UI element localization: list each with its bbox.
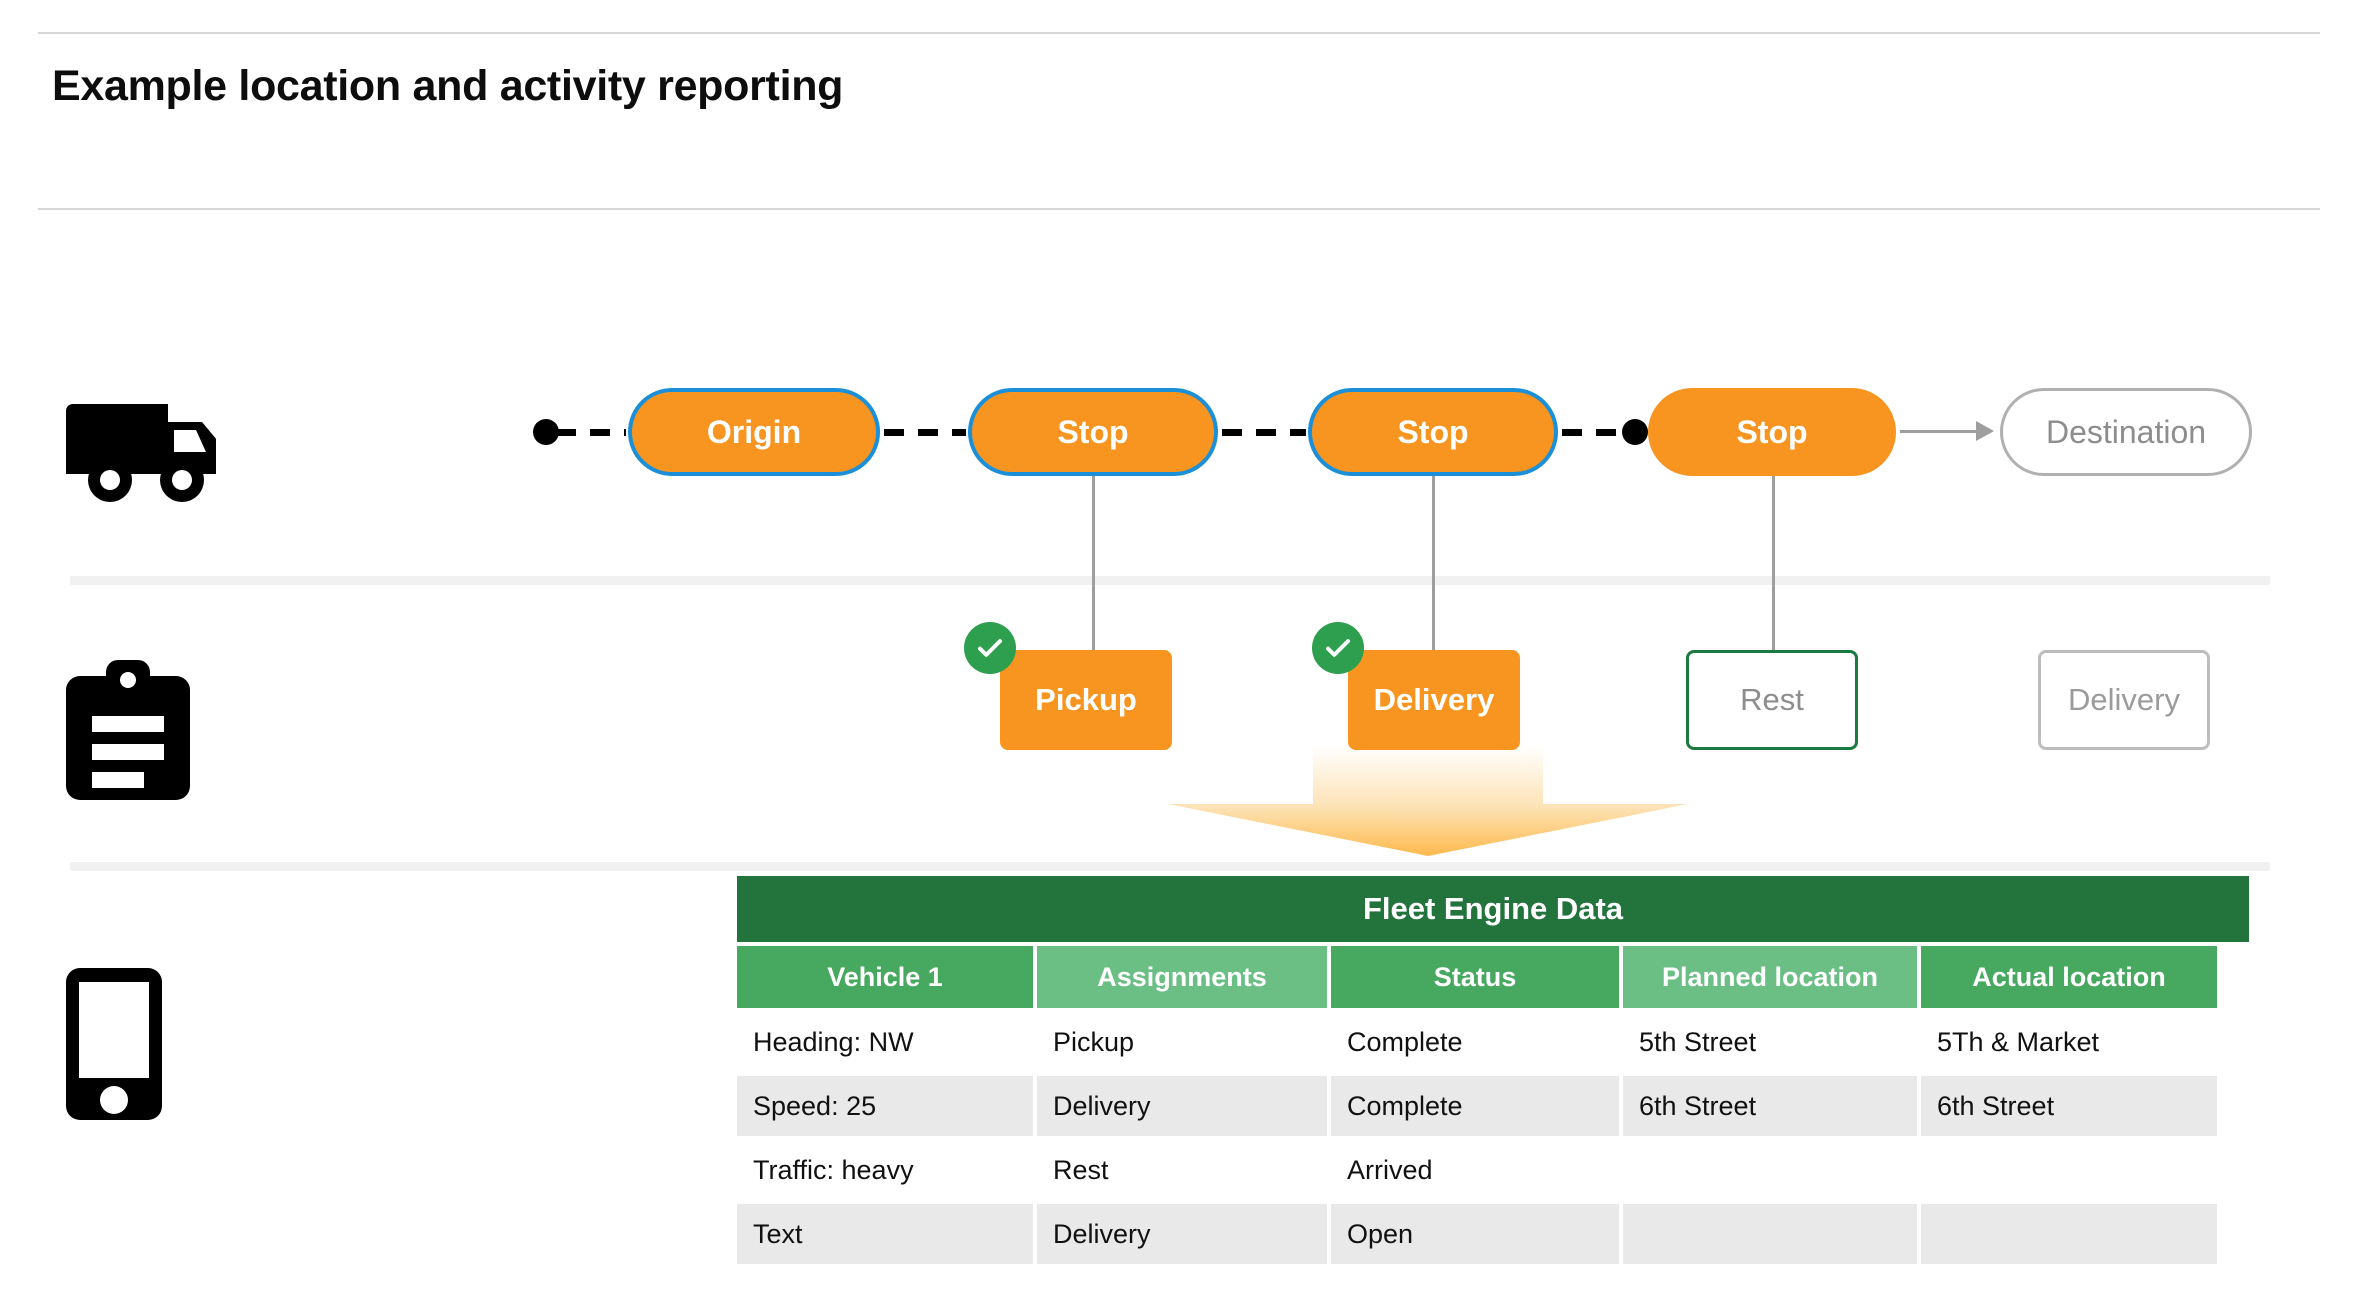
table-cell: Complete [1331,1012,1619,1072]
phone-icon [66,968,162,1120]
table-cell: Delivery [1037,1204,1327,1264]
table-cell: 5Th & Market [1921,1012,2217,1072]
connector-stop2-pickup [1092,476,1095,654]
table-cell: Traffic: heavy [737,1140,1033,1200]
table-title: Fleet Engine Data [737,876,2249,942]
activity-label: Delivery [2068,682,2180,717]
route-dash-0 [556,429,626,436]
route-dash-2 [1222,429,1306,436]
activity-label: Delivery [1373,682,1495,717]
table-cell: Rest [1037,1140,1327,1200]
clipboard-icon [66,660,190,800]
table-row: Traffic: heavy Rest Arrived [737,1140,2249,1200]
table-header-planned-location: Planned location [1623,946,1917,1008]
table-header-status: Status [1331,946,1619,1008]
route-stop-label: Stop [1736,413,1808,450]
activity-label: Rest [1740,682,1804,717]
activity-delivery-open[interactable]: Delivery [2038,650,2210,750]
table-cell: Text [737,1204,1033,1264]
table-header-vehicle: Vehicle 1 [737,946,1033,1008]
check-circle-icon-pickup [964,622,1016,674]
table-cell: 6th Street [1921,1076,2217,1136]
destination-arrow-head [1976,421,1994,441]
page-title: Example location and activity reporting [52,62,844,110]
connector-stop3-delivery [1432,476,1435,654]
header-divider-bottom [38,208,2320,210]
row-divider-activity-data [70,862,2270,871]
route-start-dot [533,419,559,445]
connector-stop4-rest [1772,476,1775,654]
row-divider-vehicle-activity [70,576,2270,585]
activity-rest[interactable]: Rest [1686,650,1858,750]
truck-icon [66,392,226,502]
destination-arrow-line [1900,430,1978,433]
table-cell [1921,1140,2217,1200]
table-cell: Pickup [1037,1012,1327,1072]
table-header-assignments: Assignments [1037,946,1327,1008]
check-circle-icon-delivery [1312,622,1364,674]
route-stop-label: Stop [1057,413,1129,450]
table-cell: Heading: NW [737,1012,1033,1072]
route-dash-3 [1562,429,1624,436]
table-cell: 6th Street [1623,1076,1917,1136]
route-stop-4[interactable]: Stop [1648,388,1896,476]
table-header-actual-location: Actual location [1921,946,2217,1008]
activity-label: Pickup [1035,682,1137,717]
route-stop-destination[interactable]: Destination [2000,388,2252,476]
table-cell: Delivery [1037,1076,1327,1136]
activity-delivery-complete[interactable]: Delivery [1348,650,1520,750]
route-stop-3[interactable]: Stop [1308,388,1558,476]
table-header-row: Vehicle 1 Assignments Status Planned loc… [737,946,2249,1008]
table-cell: Open [1331,1204,1619,1264]
route-mid-dot [1622,419,1648,445]
route-dash-1 [884,429,966,436]
route-stop-label: Origin [706,413,802,450]
table-cell: 5th Street [1623,1012,1917,1072]
route-stop-label: Destination [2045,413,2207,450]
header-divider-top [38,32,2320,34]
down-arrow-icon [1168,746,1688,856]
table-cell: Speed: 25 [737,1076,1033,1136]
fleet-engine-table: Fleet Engine Data Vehicle 1 Assignments … [737,876,2249,1264]
table-row: Heading: NW Pickup Complete 5th Street 5… [737,1012,2249,1072]
table-cell: Arrived [1331,1140,1619,1200]
table-row: Speed: 25 Delivery Complete 6th Street 6… [737,1076,2249,1136]
table-row: Text Delivery Open [737,1204,2249,1264]
activity-pickup[interactable]: Pickup [1000,650,1172,750]
table-cell [1921,1204,2217,1264]
table-cell: Complete [1331,1076,1619,1136]
route-stop-2[interactable]: Stop [968,388,1218,476]
table-cell [1623,1204,1917,1264]
table-cell [1623,1140,1917,1200]
route-stop-label: Stop [1397,413,1469,450]
route-stop-origin[interactable]: Origin [628,388,880,476]
